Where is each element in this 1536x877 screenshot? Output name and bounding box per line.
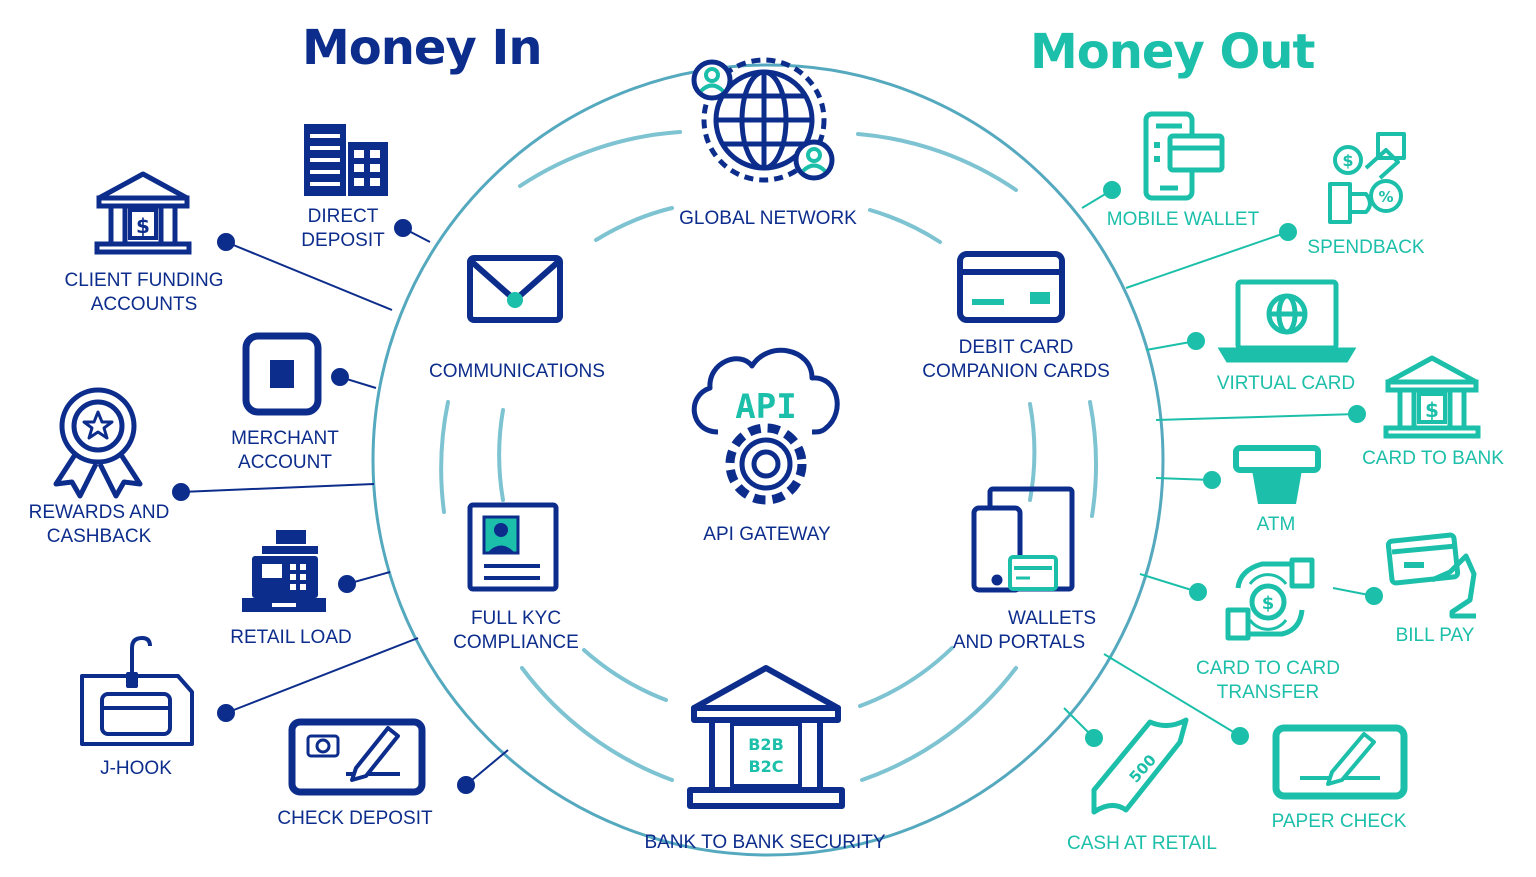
b2c-icon-text: B2C — [748, 757, 783, 776]
hand-exchange-icon: $ — [1225, 557, 1315, 641]
api-icon-text: API — [735, 387, 796, 427]
banknote-icon: 500 — [1091, 717, 1189, 815]
hands-coins-icon: $ % — [1328, 132, 1406, 224]
wallets-line2: AND PORTALS — [952, 632, 1086, 653]
svg-text:$: $ — [1262, 593, 1275, 614]
direct-deposit-line1: DIRECT — [307, 206, 379, 227]
mobile-wallet-label: MOBILE WALLET — [1106, 209, 1260, 230]
cloud-gear-icon: API — [691, 347, 840, 505]
bank-dollar-icon: $ — [1386, 358, 1478, 436]
wallets-label: WALLETS AND PORTALS — [953, 607, 1096, 655]
square-terminal-icon — [242, 332, 322, 416]
communications-label: COMMUNICATIONS — [429, 361, 605, 382]
check-pen-icon — [1272, 724, 1408, 800]
camera-check-icon — [288, 718, 426, 796]
spendback-label: SPENDBACK — [1307, 237, 1425, 258]
api-gateway-label: API GATEWAY — [703, 524, 831, 545]
banknote-icon-text: 500 — [1126, 751, 1160, 786]
envelope-icon — [467, 255, 563, 323]
kyc-line2: COMPLIANCE — [453, 632, 579, 653]
global-network-label: GLOBAL NETWORK — [679, 208, 857, 229]
money-in-heading: Money In — [302, 20, 542, 76]
b2b-icon-text: B2B — [748, 735, 784, 754]
cash-register-icon — [242, 530, 326, 612]
bank-security-label: BANK TO BANK SECURITY — [644, 832, 886, 853]
money-in-connectors — [172, 219, 509, 794]
card-to-card-line1: CARD TO CARD — [1196, 658, 1340, 679]
hand-card-icon — [1385, 532, 1477, 619]
money-out-heading: Money Out — [1030, 24, 1315, 80]
direct-deposit-label: DIRECT DEPOSIT — [301, 205, 384, 253]
virtual-card-label: VIRTUAL CARD — [1216, 373, 1356, 394]
credit-card-icon — [957, 251, 1065, 323]
merchant-account-line2: ACCOUNT — [238, 452, 332, 473]
debit-card-label: DEBIT CARD COMPANION CARDS — [922, 336, 1110, 384]
merchant-account-line1: MERCHANT — [231, 428, 339, 449]
rewards-label: REWARDS AND CASHBACK — [29, 501, 170, 549]
card-to-bank-label: CARD TO BANK — [1362, 448, 1504, 469]
inner-arcs — [497, 206, 1037, 708]
svg-text:$: $ — [1342, 151, 1353, 170]
money-out-connectors — [1063, 181, 1383, 747]
kyc-line1: FULL KYC — [470, 608, 562, 629]
rewards-line2: CASHBACK — [46, 526, 152, 547]
client-funding-line1: CLIENT FUNDING — [64, 270, 224, 291]
j-hook-label: J-HOOK — [100, 758, 172, 779]
rewards-line1: REWARDS AND — [28, 502, 170, 523]
client-funding-line2: ACCOUNTS — [90, 294, 198, 315]
direct-deposit-line2: DEPOSIT — [301, 230, 385, 251]
office-building-icon — [304, 124, 388, 196]
debit-card-line2: COMPANION CARDS — [922, 361, 1110, 382]
kyc-label: FULL KYC COMPLIANCE — [453, 607, 579, 655]
bank-dollar-icon-in: $ — [97, 174, 189, 252]
atm-label: ATM — [1256, 514, 1296, 535]
bank-icon: B2B B2C — [687, 665, 845, 809]
merchant-account-label: MERCHANT ACCOUNT — [231, 427, 339, 475]
award-ribbon-icon — [53, 387, 143, 499]
atm-icon — [1233, 445, 1321, 504]
client-funding-label: CLIENT FUNDING ACCOUNTS — [64, 269, 223, 317]
middle-arcs — [439, 130, 1098, 782]
id-card-icon — [467, 502, 559, 592]
debit-card-line1: DEBIT CARD — [958, 337, 1074, 358]
bill-pay-label: BILL PAY — [1395, 625, 1475, 646]
phone-card-icon — [1143, 111, 1225, 201]
card-to-card-line2: TRANSFER — [1216, 682, 1320, 703]
globe-network-icon — [691, 57, 835, 183]
paper-check-label: PAPER CHECK — [1271, 811, 1407, 832]
devices-icon — [971, 486, 1075, 593]
wallets-line1: WALLETS — [1008, 608, 1096, 629]
hanging-card-icon — [80, 635, 194, 746]
svg-text:$: $ — [136, 214, 150, 238]
outer-ring — [371, 63, 1165, 857]
svg-text:$: $ — [1425, 398, 1439, 422]
card-to-card-label: CARD TO CARD TRANSFER — [1196, 657, 1340, 705]
svg-text:%: % — [1378, 188, 1393, 206]
cash-at-retail-label: CASH AT RETAIL — [1067, 833, 1217, 854]
retail-load-label: RETAIL LOAD — [230, 627, 352, 648]
laptop-globe-icon — [1217, 279, 1357, 363]
check-deposit-label: CHECK DEPOSIT — [277, 808, 433, 829]
